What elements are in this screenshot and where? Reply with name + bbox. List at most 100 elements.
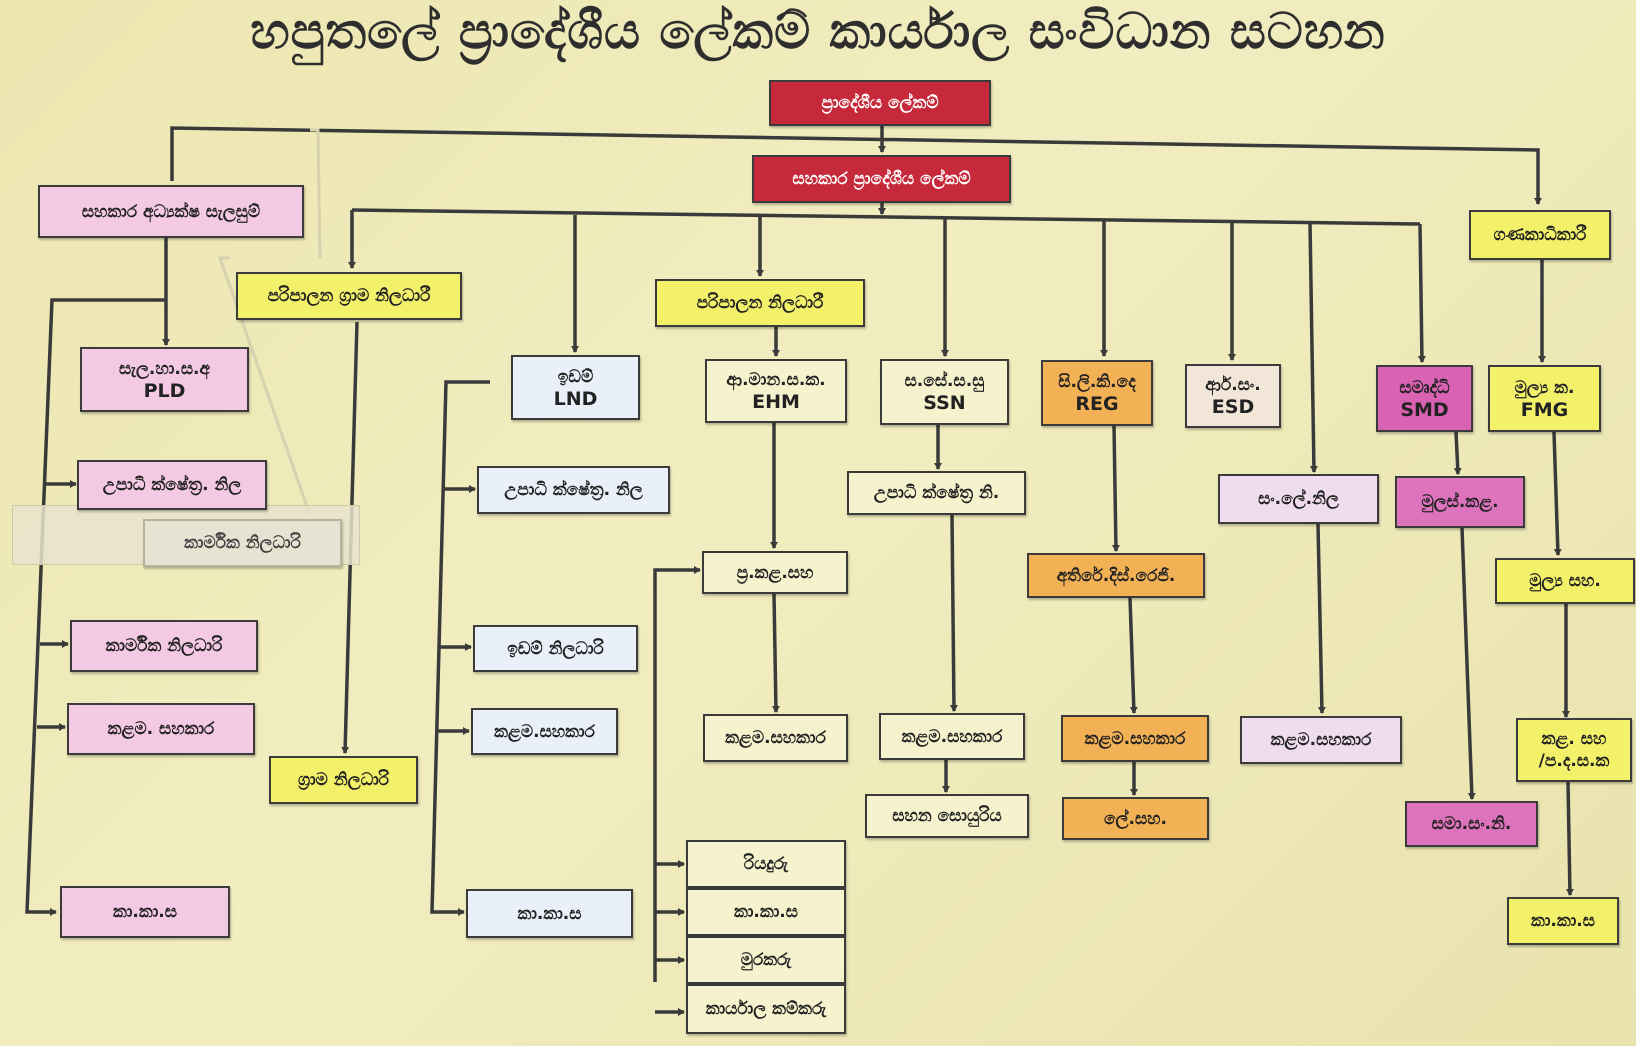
label: උපාධි ක්ෂේත්‍ර. නිල [102,475,242,495]
label: මුල්‍ය සහ. [1529,571,1601,591]
label-si: මුල්‍ය ක. [1514,377,1575,398]
label: සහකාර ප්‍රාදේශීය ලේකම් [792,169,971,189]
box-kks-ehm: කා.කා.ස [686,888,846,936]
label: සං.ලේ.නිල [1258,489,1339,509]
label: කා.කා.ස [1531,911,1595,931]
box-watcher: මුරකරු [686,936,846,984]
label: ගණකාධිකාරී [1493,225,1587,245]
edge-to-smd [1417,223,1426,363]
label: කළම.සහකාර [1270,730,1372,750]
label: සමා.සං.නි. [1431,814,1512,834]
label-si: සි.ලි.කි.දෙ [1058,372,1136,392]
label: ප්‍ර.කළ.සහ [736,562,814,583]
label-si: ආ.මාන.ස.ක. [726,370,826,390]
label: කළම. සහකාර [107,719,215,739]
box-mgmt-asst-reg: කළම.සහකාර [1061,715,1209,762]
box-mgmt-asst-esd: කළම.සහකාර [1240,716,1402,764]
label-en: PLD [143,379,186,402]
label-en: LND [553,387,598,410]
label: කා.කා.ස [734,902,798,922]
box-driver: රියදුරු [686,840,846,888]
label: කාර්මික නිලධාරි [184,533,301,553]
box-reg: සි.ලි.කි.දෙ REG [1041,360,1153,426]
box-clerk-asst: ලේ.සහ. [1062,797,1209,840]
label: මුරකරු [740,950,792,970]
label-en: FMG [1520,398,1569,421]
label-2: /ප.ද.ස.ක [1538,751,1610,771]
box-dev-officer-pld: උපාධි ක්ෂේත්‍ර. නිල [77,460,267,510]
label-en: SSN [923,392,966,414]
label: කළම.සහකාර [1084,728,1186,749]
box-divisional-secretary: ප්‍රාදේශීය ලේකම් [769,80,991,126]
box-mgmt-asst-ehm: කළම.සහකාර [703,714,848,762]
label: කාර්යාල කම්කරු [705,999,827,1019]
label: ප්‍රාදේශීය ලේකම් [821,93,939,113]
label-1: කළ. සහ [1541,729,1607,749]
label: උපාධි ක්ෂේත්‍ර. නිල [504,480,643,500]
label-en: EHM [752,391,800,413]
label-si: ස.සේ.ස.සු [904,371,985,391]
box-fmg: මුල්‍ය ක. FMG [1488,365,1601,432]
edge-ads-bar [351,208,1421,226]
box-ehm: ආ.මාන.ස.ක. EHM [705,359,847,423]
box-hr-officer: කාර්මික නිලධාරි [70,620,258,672]
box-asst-director-planning: සහකාර අධ්‍යක්ෂ සැලසුම් [38,185,304,238]
label: සහන සොයුරිය [892,806,1002,826]
box-welfare-sister: සහන සොයුරිය [865,794,1029,838]
box-admin-officer: පරිපාලන නිලධාරී [655,279,865,327]
box-grama-niladhari: ග්‍රාම නිලධාරි [269,756,418,804]
box-admin-grama-niladhari: පරිපාලන ග්‍රාම නිලධාරී [236,272,462,320]
label: කළම.සහකාර [901,726,1003,747]
box-cultural-officer: සං.ලේ.නිල [1218,474,1379,524]
box-mulas-kal: මුලස්.කළ. [1395,476,1525,528]
label-si: ඉඩම් [557,366,594,387]
box-chief-mgmt-asst: ප්‍ර.කළ.සහ [702,551,848,594]
box-mgmt-asst-lnd: කළම.සහකාර [471,708,618,755]
box-land-officer: ඉඩම් නිලධාරි [473,625,638,672]
chart-title: හපුතලේ ප්‍රාදේශීය ලේකම් කාර්යාල සංවිධාන … [250,2,1386,60]
box-sama-san-ni: සමා.සං.නි. [1405,801,1538,847]
label: සහකාර අධ්‍යක්ෂ සැලසුම් [81,201,261,222]
label: කළම.සහකාර [725,728,826,748]
label-en: SMD [1400,398,1449,421]
box-esd: ආර්.සං. ESD [1185,364,1281,428]
label: අතිරේ.දිස්.රෙජි. [1056,565,1176,586]
box-ssn: ස.සේ.ස.සු SSN [880,359,1009,425]
box-lnd: ඉඩම් LND [511,355,640,420]
box-mgmt-asst-ssn: කළම.සහකාර [879,713,1025,760]
label: ඉඩම් නිලධාරි [507,638,604,659]
box-dev-officer-lnd: උපාධි ක්ෂේත්‍ර. නිල [477,466,670,514]
box-dev-officer-ssn: උපාධි ක්ෂේත්‍ර නි. [847,471,1026,515]
label-si: සැල.හා.ස.අ [119,358,210,379]
label: කළම.සහකාර [494,721,595,742]
label: ලේ.සහ. [1103,808,1168,829]
box-add-district-registrar: අතිරේ.දිස්.රෙජි. [1027,553,1205,598]
box-smd: සමෘද්ධි SMD [1376,365,1473,432]
label: කාර්මික නිලධාරි [105,636,223,656]
label: මුලස්.කළ. [1421,492,1499,512]
box-accountant: ගණකාධිකාරී [1469,210,1611,260]
box-kks-pld: කා.කා.ස [60,886,230,938]
box-kks-fmg: කා.කා.ස [1507,897,1619,945]
label: කා.කා.ස [113,902,177,922]
label: ග්‍රාම නිලධාරි [297,770,390,790]
box-assistant-divisional-secretary: සහකාර ප්‍රාදේශීය ලේකම් [752,155,1011,203]
box-finance-asst: මුල්‍ය සහ. [1495,558,1635,604]
box-hr-officer-tape: කාර්මික නිලධාරි [143,519,342,567]
edge-top-bar [170,126,1542,205]
box-pld: සැල.හා.ස.අ PLD [80,347,249,412]
label: රියදුරු [743,854,789,874]
box-mgmt-asst-pdsk: කළ. සහ /ප.ද.ස.ක [1516,718,1632,782]
label: පරිපාලන ග්‍රාම නිලධාරී [267,286,431,306]
box-kks-lnd: කා.කා.ස [466,889,633,938]
label: කා.කා.ස [517,903,582,924]
label-si: සමෘද්ධි [1399,377,1450,398]
label-en: ESD [1211,396,1255,418]
label: උපාධි ක්ෂේත්‍ර නි. [873,483,1000,503]
box-office-labourer: කාර්යාල කම්කරු [686,984,846,1034]
label: පරිපාලන නිලධාරී [696,293,824,313]
edge-to-cul [1308,222,1318,473]
label-en: REG [1075,393,1119,415]
